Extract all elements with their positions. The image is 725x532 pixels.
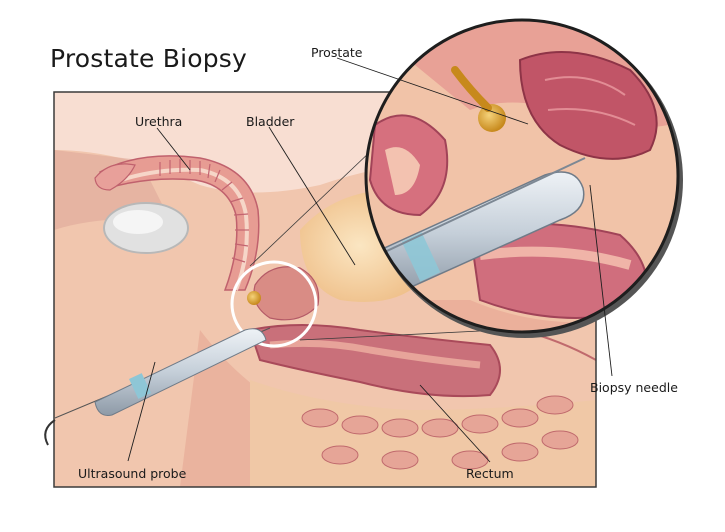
label-biopsy-needle: Biopsy needle [590, 380, 678, 395]
leader-lines [127, 57, 613, 463]
label-ultrasound-probe: Ultrasound probe [78, 466, 187, 481]
ultrasound-probe-small [44, 327, 271, 446]
label-bladder: Bladder [246, 114, 295, 129]
label-rectum: Rectum [466, 466, 514, 481]
diagram-title: Prostate Biopsy [50, 44, 248, 73]
label-prostate: Prostate [311, 45, 363, 60]
magnified-view [364, 18, 683, 338]
label-urethra: Urethra [135, 114, 183, 129]
